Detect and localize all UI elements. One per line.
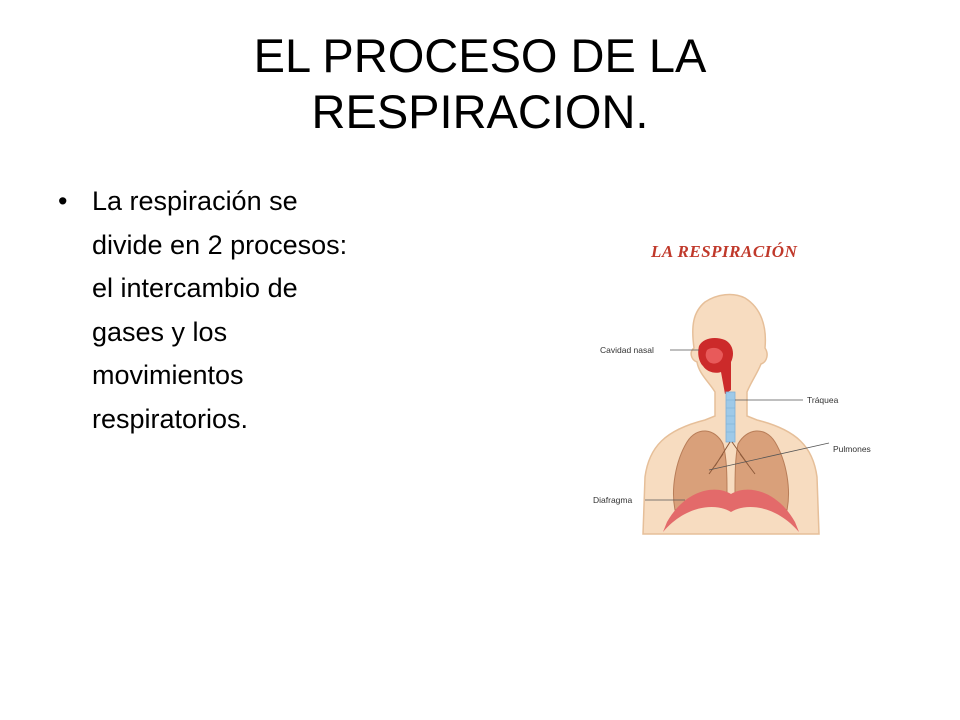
bullet-line-2: divide en 2 procesos: — [92, 229, 348, 260]
label-nasal-cavity: Cavidad nasal — [600, 345, 654, 355]
bullet-line-3: el intercambio de — [92, 273, 298, 303]
bullet-marker: • — [58, 186, 68, 216]
title-line-2: RESPIRACION. — [311, 85, 649, 138]
bullet-text: La respiración se divide en 2 procesos: … — [92, 180, 456, 441]
title-line-1: EL PROCESO DE LA — [253, 29, 707, 82]
label-lungs: Pulmones — [833, 444, 871, 454]
label-diaphragm: Diafragma — [593, 495, 632, 505]
bullet-line-5: movimientos — [92, 360, 244, 390]
bullet-list: • La respiración se divide en 2 procesos… — [56, 180, 456, 441]
diaphragm — [663, 489, 799, 532]
label-trachea: Tráquea — [807, 395, 839, 405]
bullet-item: • La respiración se divide en 2 procesos… — [56, 180, 456, 441]
respiratory-system-illustration: LA RESPIRACIÓN — [575, 222, 890, 542]
bullet-line-4: gases y los — [92, 316, 228, 347]
respiration-diagram: LA RESPIRACIÓN — [593, 242, 871, 535]
oral-cavity — [705, 347, 723, 364]
slide-title: EL PROCESO DE LA RESPIRACION. — [80, 28, 880, 140]
figure-heading: LA RESPIRACIÓN — [650, 242, 798, 261]
bullet-line-6: respiratorios. — [92, 403, 249, 434]
bullet-line-1: La respiración se — [92, 186, 298, 216]
trachea — [725, 391, 736, 443]
